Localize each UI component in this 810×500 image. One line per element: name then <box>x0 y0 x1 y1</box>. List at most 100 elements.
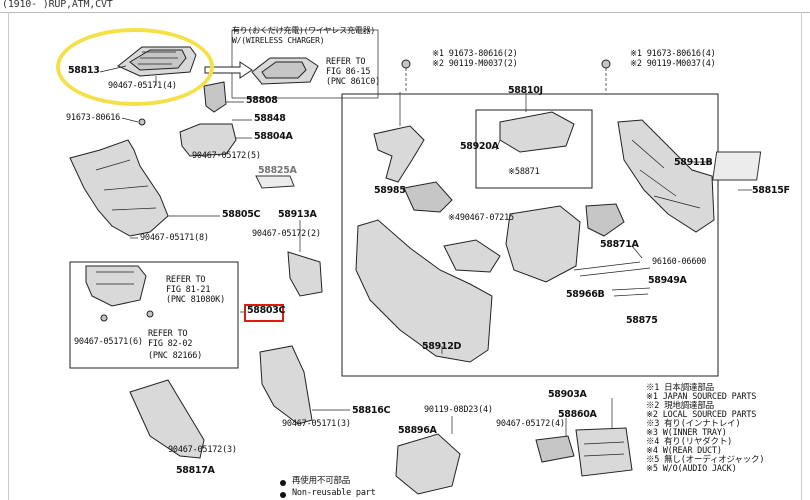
wireless-group-box <box>231 29 379 99</box>
part-wireless-right-shape <box>251 57 319 85</box>
legend-line-8: ※4 W(REAR DUCT) <box>646 446 722 456</box>
legend-nonreusable-en: Non-reusable part <box>292 488 376 498</box>
part-label-58848[interactable]: 58848 <box>254 113 286 124</box>
part-label-58985[interactable]: 58985 <box>374 185 406 196</box>
wireless-charger-highlight <box>56 28 214 106</box>
console-assembly-box <box>341 93 719 377</box>
legend-line-1: ※1 日本調達部品 <box>646 383 714 393</box>
part-label-90467-05172-2[interactable]: 90467-05172(2) <box>252 229 321 239</box>
part-label-58815F[interactable]: 58815F <box>752 185 790 196</box>
wireless-callout-en: W/(WIRELESS CHARGER) <box>232 36 325 45</box>
part-label-58920A[interactable]: 58920A <box>460 141 499 152</box>
refer-fig86-line3[interactable]: (PNC 861C0) <box>326 77 381 87</box>
legend-line-3: ※2 現地調達部品 <box>646 401 714 411</box>
shift-assembly-box <box>69 261 239 369</box>
part-label-58913A[interactable]: 58913A <box>278 209 317 220</box>
part-58896A-shape <box>395 433 461 495</box>
part-58816C-shape <box>259 345 313 425</box>
part-58815F-shape <box>712 151 762 181</box>
part-label-90467-07215[interactable]: ※490467-07215 <box>448 213 514 223</box>
legend-nonreusable-marker-2 <box>280 492 286 498</box>
part-label-58860A[interactable]: 58860A <box>558 409 597 420</box>
frame-top-rule <box>0 12 810 13</box>
part-label-91673-80616-4[interactable]: ※1 91673-80616(4) <box>630 49 716 59</box>
part-label-90467-05171-3[interactable]: 90467-05171(3) <box>282 419 351 429</box>
part-label-90467-05172-5[interactable]: 90467-05172(5) <box>192 151 261 161</box>
part-58913A-shape <box>287 251 323 297</box>
part-label-90119-08d23[interactable]: 90119-08D23(4) <box>424 405 493 415</box>
part-58825A-shape <box>255 175 295 189</box>
refer-fig86-line2[interactable]: FIG 86-15 <box>326 67 371 77</box>
part-label-58966B[interactable]: 58966B <box>566 289 605 300</box>
part-label-90467-05171-8[interactable]: 90467-05171(8) <box>140 233 209 243</box>
legend-notes: ※1 日本調達部品 ※1 JAPAN SOURCED PARTS ※2 現地調達… <box>646 384 802 474</box>
refer-fig82-line3[interactable]: (PNC 82166) <box>148 351 203 361</box>
part-label-58803C[interactable]: 58803C <box>247 305 286 316</box>
legend-line-5: ※3 有り(インナトレイ) <box>646 419 741 429</box>
part-bracket-shape <box>403 181 453 213</box>
part-label-58805C[interactable]: 58805C <box>222 209 261 220</box>
legend-nonreusable-marker <box>280 480 286 486</box>
part-label-90467-05171-6[interactable]: 90467-05171(6) <box>74 337 143 347</box>
refer-fig82-line1[interactable]: REFER TO <box>148 329 188 339</box>
part-58808-shape <box>203 81 227 113</box>
frame-right-rule <box>801 12 802 500</box>
part-58860A-shape <box>535 435 575 463</box>
part-label-58813[interactable]: 58813 <box>68 65 100 76</box>
refer-fig81-line3[interactable]: (PNC 81080K) <box>166 295 226 305</box>
part-label-90119-m0037-2[interactable]: ※2 90119-M0037(2) <box>432 59 518 69</box>
screw-center-top-left <box>401 59 411 69</box>
part-58810J-body <box>505 205 581 283</box>
screw-center-top-right <box>601 59 611 69</box>
legend-line-9: ※5 無し(オーディオジャック) <box>646 455 765 465</box>
refer-fig86-line1[interactable]: REFER TO <box>326 57 366 67</box>
part-label-58808[interactable]: 58808 <box>246 95 278 106</box>
part-label-58871[interactable]: ※58871 <box>508 167 540 177</box>
wireless-callout-jp: 有り(おくだけ充電)(ワイヤレス充電器) <box>232 26 376 35</box>
legend-line-4: ※2 LOCAL SOURCED PARTS <box>646 410 757 420</box>
part-label-58875[interactable]: 58875 <box>626 315 658 326</box>
part-label-91673-80616-left[interactable]: 91673-80616 <box>66 113 121 123</box>
part-label-58903A[interactable]: 58903A <box>548 389 587 400</box>
part-label-58816C[interactable]: 58816C <box>352 405 391 416</box>
part-58805C-shape <box>69 139 169 237</box>
refer-fig81-line2[interactable]: FIG 81-21 <box>166 285 211 295</box>
part-58985-shape <box>373 125 425 183</box>
part-58912D-shape <box>355 219 493 363</box>
part-58920A-shape <box>499 111 575 153</box>
part-label-58804A[interactable]: 58804A <box>254 131 293 142</box>
legend-line-2: ※1 JAPAN SOURCED PARTS <box>646 392 757 402</box>
part-label-58825A[interactable]: 58825A <box>258 165 297 176</box>
part-label-58912D[interactable]: 58912D <box>422 341 462 352</box>
part-center-tray-shape <box>443 239 501 273</box>
part-label-91673-80616-2[interactable]: ※1 91673-80616(2) <box>432 49 518 59</box>
part-58871A-shape <box>585 203 625 237</box>
part-label-58810J[interactable]: 58810J <box>508 85 543 96</box>
legend-line-6: ※3 W(INNER TRAY) <box>646 428 727 438</box>
diagram-caption: (1910- )RUP,ATM,CVT <box>2 0 113 10</box>
part-58875-shape <box>611 287 651 297</box>
part-label-58911B[interactable]: 58911B <box>674 157 713 168</box>
part-label-90467-05172-3[interactable]: 90467-05172(3) <box>168 445 237 455</box>
part-label-90467-05172-4[interactable]: 90467-05172(4) <box>496 419 565 429</box>
part-label-58949A[interactable]: 58949A <box>648 275 687 286</box>
part-label-90119-m0037-4[interactable]: ※2 90119-M0037(4) <box>630 59 716 69</box>
part-58966B-shape <box>573 261 651 277</box>
part-58911B-shape <box>617 119 715 233</box>
screw-91673-left <box>138 118 146 126</box>
legend-nonreusable-jp: 再使用不可部品 <box>292 476 351 486</box>
part-58804A-shape <box>179 123 237 157</box>
legend-line-7: ※4 有り(リヤダクト) <box>646 437 733 447</box>
part-label-90467-05171-4[interactable]: 90467-05171(4) <box>108 81 177 91</box>
frame-left-rule <box>8 12 9 500</box>
refer-fig81-line1[interactable]: REFER TO <box>166 275 206 285</box>
part-label-58817A[interactable]: 58817A <box>176 465 215 476</box>
part-58920A-inset <box>475 109 593 189</box>
legend-line-10: ※5 W/O(AUDIO JACK) <box>646 464 737 474</box>
part-label-58871A[interactable]: 58871A <box>600 239 639 250</box>
refer-fig82-line2[interactable]: FIG 82-02 <box>148 339 193 349</box>
part-58817A-shape <box>129 379 205 459</box>
part-label-96160-06600[interactable]: 96160-06600 <box>652 257 707 267</box>
part-label-58896A[interactable]: 58896A <box>398 425 437 436</box>
